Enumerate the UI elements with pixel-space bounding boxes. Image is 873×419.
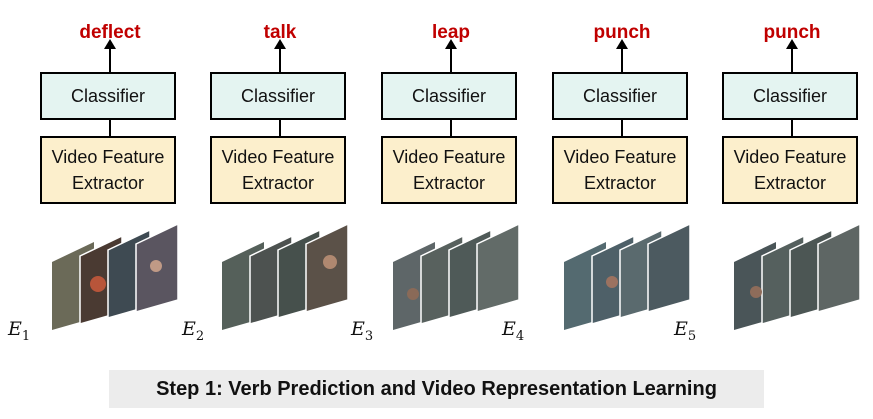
connector-line (109, 120, 111, 136)
episode-label: E5 (674, 318, 697, 344)
connector-line (279, 120, 281, 136)
verb-label: punch (763, 22, 821, 43)
classifier-box: Classifier (381, 72, 517, 120)
episode-label: E2 (182, 318, 205, 344)
up-arrow (616, 39, 628, 72)
extractor-label-line1: Video Feature (733, 147, 847, 167)
classifier-label: Classifier (240, 86, 315, 106)
connector-line (791, 120, 793, 136)
episode-label: E4 (502, 318, 525, 344)
video-frame-4 (476, 222, 520, 313)
classifier-box: Classifier (40, 72, 176, 120)
connector-line (450, 120, 452, 136)
episode-label: E3 (351, 318, 374, 344)
extractor-label-line1: Video Feature (563, 147, 677, 167)
up-arrow (786, 39, 798, 72)
extractor-label-line1: Video Feature (392, 147, 506, 167)
video-frame-4 (647, 222, 691, 313)
verb-label: leap (431, 22, 471, 43)
video-frames-stack (734, 222, 861, 330)
verb-label: talk (263, 22, 297, 43)
verb-label: punch (593, 22, 651, 43)
video-frames-stack (52, 222, 179, 330)
classifier-box: Classifier (552, 72, 688, 120)
extractor-label-line2: Extractor (71, 173, 145, 193)
classifier-label: Classifier (70, 86, 145, 106)
extractor-label-line1: Video Feature (221, 147, 335, 167)
classifier-label: Classifier (411, 86, 486, 106)
classifier-label: Classifier (582, 86, 657, 106)
extractor-label-line2: Extractor (753, 173, 827, 193)
up-arrow (445, 39, 457, 72)
classifier-box: Classifier (722, 72, 858, 120)
up-arrow (274, 39, 286, 72)
classifier-label: Classifier (752, 86, 827, 106)
video-frames-stack (222, 222, 349, 330)
verb-label: deflect (79, 22, 141, 43)
connector-line (621, 120, 623, 136)
extractor-label-line2: Extractor (241, 173, 315, 193)
video-frames-stack (564, 222, 691, 330)
classifier-box: Classifier (210, 72, 346, 120)
video-frames-stack (393, 222, 520, 330)
video-frame-4 (817, 222, 861, 313)
extractor-label-line2: Extractor (412, 173, 486, 193)
step-caption: Step 1: Verb Prediction and Video Repres… (109, 370, 764, 408)
extractor-label-line2: Extractor (583, 173, 657, 193)
up-arrow (104, 39, 116, 72)
extractor-label-line1: Video Feature (51, 147, 165, 167)
episode-label: E1 (8, 318, 31, 344)
